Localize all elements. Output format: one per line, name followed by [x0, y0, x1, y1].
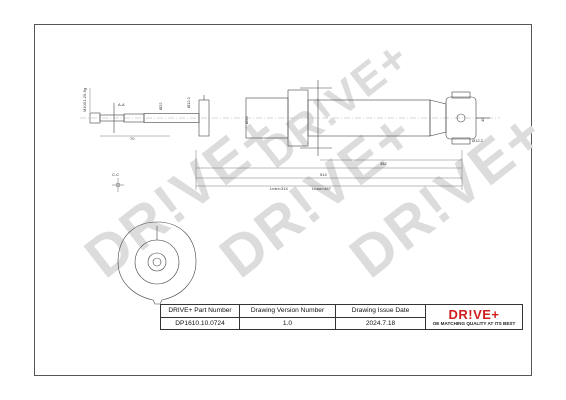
dim-rod-dia: Ø22 [158, 102, 163, 110]
dim-rod-length: 70 [130, 136, 135, 141]
dim-overall-length: 514 [320, 172, 327, 177]
dim-body-dia: Ø50 [244, 116, 249, 124]
drawing-issue-value: 2024.7.18 [365, 319, 396, 327]
drawing-version-column: Drawing Version Number 1.0 [240, 305, 336, 329]
section-c-label: C-C [112, 172, 119, 177]
dim-eye-dia: Ø12.2 [472, 138, 484, 143]
dim-body-length: 382 [380, 161, 387, 166]
logo-wordmark: DR!VE+ [448, 306, 500, 322]
top-mount [198, 95, 210, 137]
title-block: DRIVE+ Part Number DP1610.10.0724 Drawin… [160, 304, 523, 330]
section-a-label: A-A [118, 102, 125, 107]
bottom-eye [445, 91, 490, 145]
dim-eye-dia-top: Ø12.2 [186, 96, 191, 108]
logo-tagline: OE MATCHING QUALITY AT ITS BEST [432, 320, 516, 326]
dim-min-length: Lmin=314 [270, 186, 288, 191]
dimension-lines [89, 88, 463, 190]
dim-eye-width: 40 [480, 117, 485, 122]
drawing-issue-column: Drawing Issue Date 2024.7.18 [336, 305, 426, 329]
part-number-value: DP1610.10.0724 [175, 319, 225, 327]
drawing-version-label: Drawing Version Number [240, 305, 335, 318]
mount-top-view [117, 221, 197, 305]
drawing-issue-label: Drawing Issue Date [336, 305, 425, 318]
dim-max-length: Lmax=487 [312, 186, 332, 191]
drawing-frame [34, 24, 532, 376]
brand-logo: DR!VE+ OE MATCHING QUALITY AT ITS BEST [426, 305, 522, 329]
section-marker [112, 178, 124, 192]
dim-thread: M10X1.25-6g [82, 88, 87, 112]
part-number-label: DRIVE+ Part Number [161, 305, 239, 318]
watermark-group: DR!VE+ DR!VE+ DR!VE+ DR!VE+ [73, 32, 556, 290]
part-number-column: DRIVE+ Part Number DP1610.10.0724 [161, 305, 240, 329]
drawing-version-value: 1.0 [282, 319, 293, 327]
